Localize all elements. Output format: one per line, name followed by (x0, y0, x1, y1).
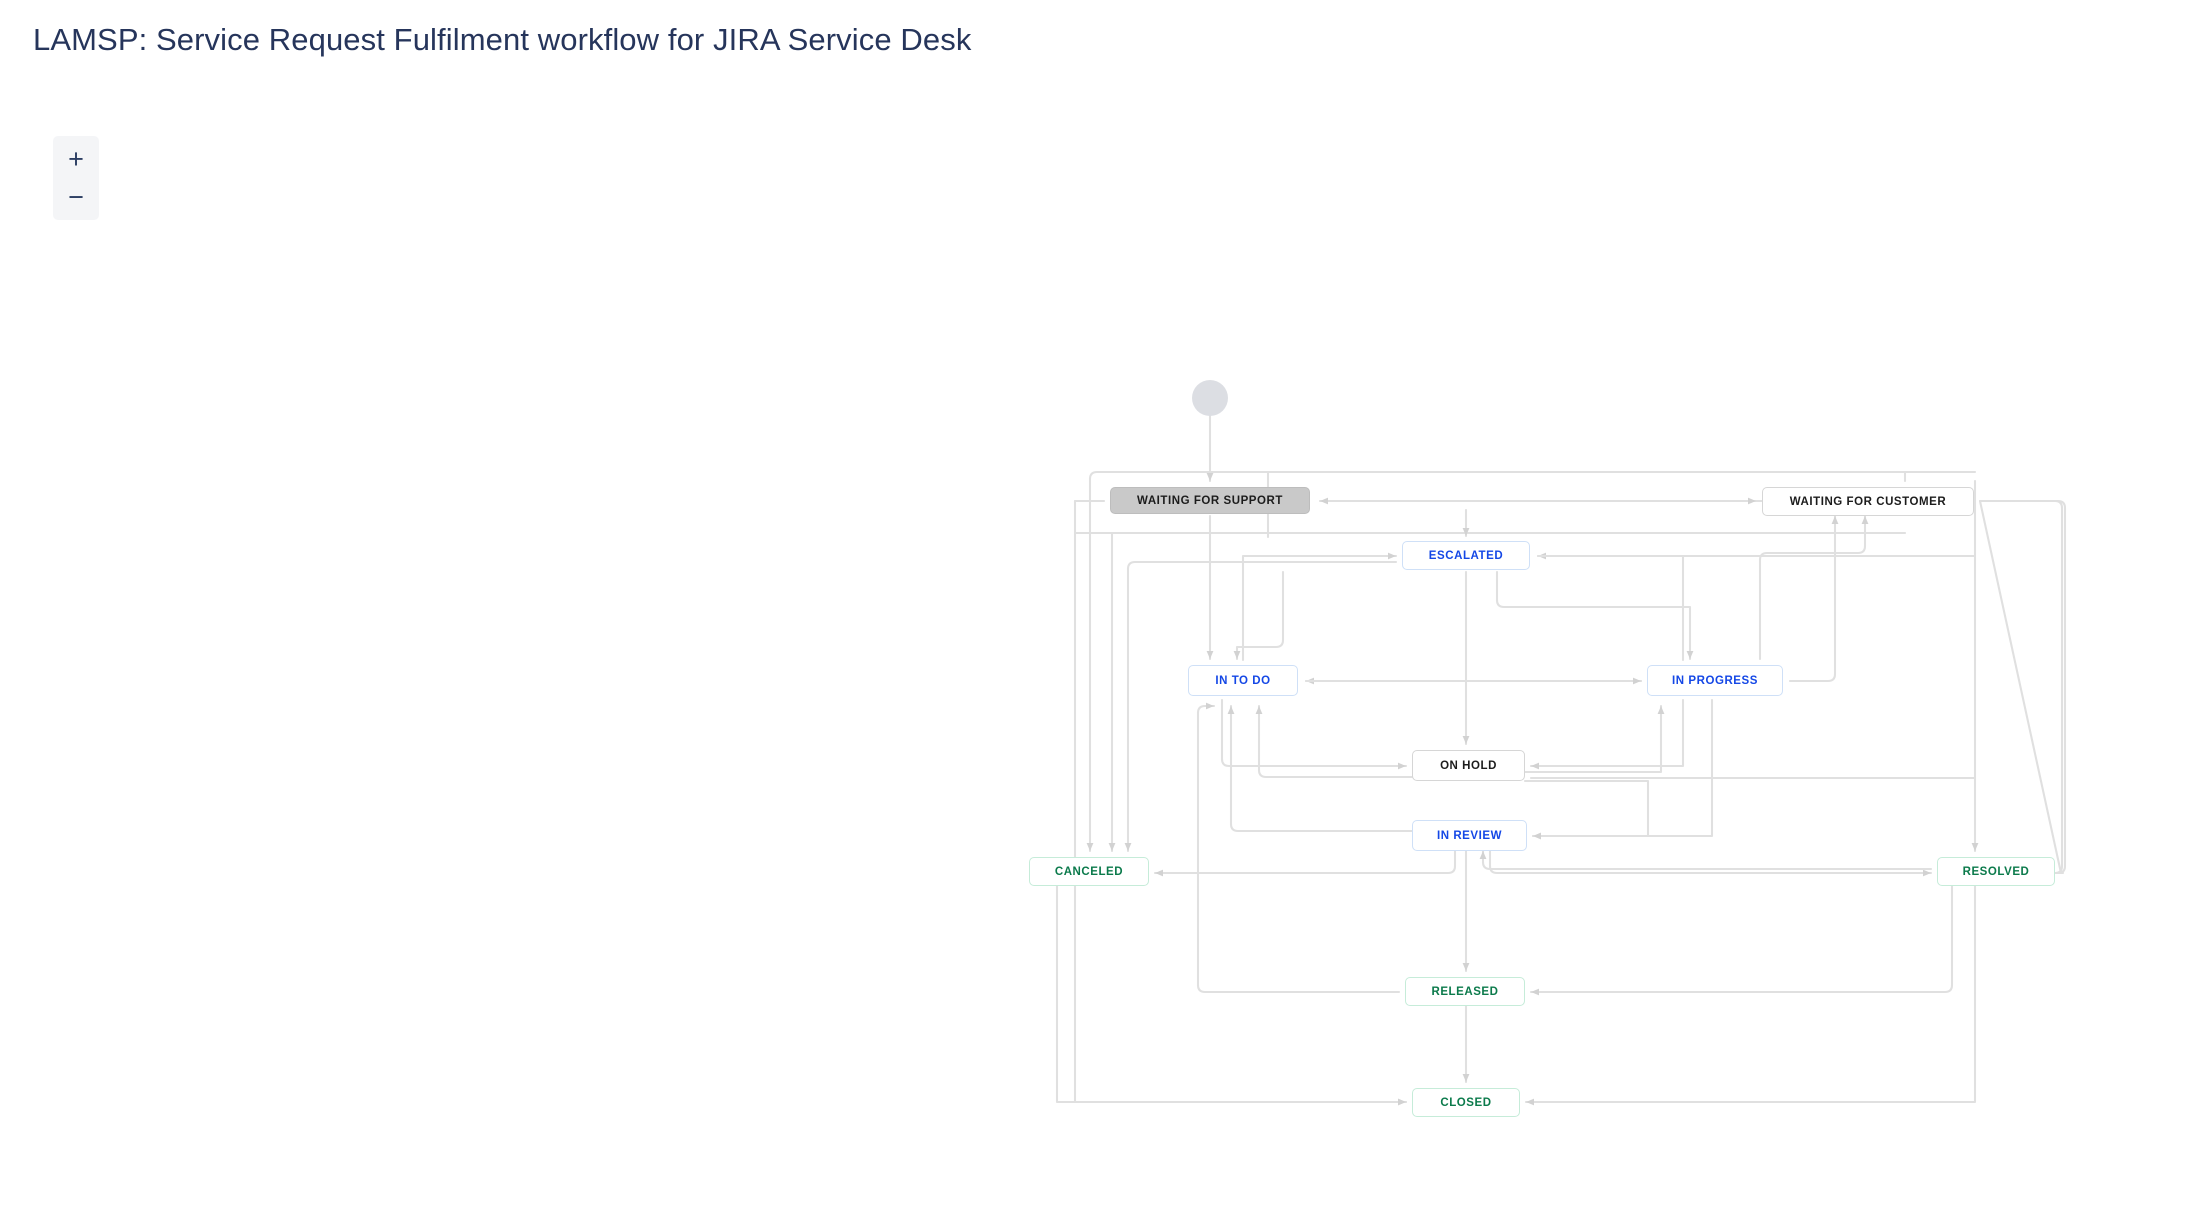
edge-canceled-to-closed (1057, 886, 1406, 1102)
edge-into-do-to-wfc (1790, 516, 1835, 681)
edge-resolved-to-in-review (1483, 851, 1931, 869)
edge-escalated-to-into-do (1237, 572, 1283, 659)
node-label: CLOSED (1440, 1097, 1491, 1109)
node-label: RELEASED (1431, 986, 1498, 998)
edge-escalated-to-canceled (1128, 562, 1396, 851)
edge-left-rail-vertical (1075, 501, 1406, 1102)
node-on-hold[interactable]: ON HOLD (1412, 750, 1525, 781)
edge-into-do-to-on-hold (1222, 700, 1406, 766)
edge-in-review-to-resolved (1490, 851, 1931, 873)
node-in-progress[interactable]: IN PROGRESS (1647, 665, 1783, 696)
edge-on-hold-to-into-do (1259, 706, 1412, 777)
edge-released-to-into-do (1198, 706, 1399, 992)
edge-inprogress-to-in-review (1533, 700, 1712, 836)
node-closed[interactable]: CLOSED (1412, 1088, 1520, 1117)
edge-inprogress-to-escalated (1538, 556, 1683, 660)
edge-resolved-to-released (1531, 886, 1952, 992)
edge-in-review-to-canceled (1155, 851, 1455, 873)
edge-perimeter-top-left (1090, 472, 1975, 851)
node-label: WAITING FOR CUSTOMER (1790, 496, 1946, 508)
node-waiting-for-customer[interactable]: WAITING FOR CUSTOMER (1762, 487, 1974, 516)
node-waiting-for-support[interactable]: WAITING FOR SUPPORT (1110, 487, 1310, 514)
node-label: ON HOLD (1440, 760, 1497, 772)
edge-inprogress-to-wfc (1760, 516, 1865, 659)
edge-on-hold-to-in-review (1525, 781, 1648, 836)
node-label: RESOLVED (1963, 866, 2030, 878)
edge-inprogress-to-on-hold (1531, 700, 1683, 766)
edge-wfc-to-resolved (1980, 501, 2065, 873)
edge-escalated-to-inprogress (1497, 572, 1690, 659)
edge-in-review-to-into-do (1231, 706, 1412, 831)
node-in-review[interactable]: IN REVIEW (1412, 820, 1527, 851)
node-escalated[interactable]: ESCALATED (1402, 541, 1530, 570)
node-released[interactable]: RELEASED (1405, 977, 1525, 1006)
node-label: IN PROGRESS (1672, 675, 1758, 687)
node-label: IN TO DO (1215, 675, 1270, 687)
edge-into-do-to-escalated (1243, 556, 1396, 660)
node-label: ESCALATED (1429, 550, 1503, 562)
edge-wfc-right-loop-to-resolved (1980, 501, 2063, 873)
node-in-to-do[interactable]: IN TO DO (1188, 665, 1298, 696)
edge-resolved-to-closed (1526, 886, 1975, 1102)
node-label: WAITING FOR SUPPORT (1137, 495, 1283, 507)
node-label: CANCELED (1055, 866, 1123, 878)
node-canceled[interactable]: CANCELED (1029, 857, 1149, 886)
node-label: IN REVIEW (1437, 830, 1502, 842)
start-node-circle[interactable] (1192, 380, 1228, 416)
edge-on-hold-to-inprogress (1525, 706, 1661, 772)
node-resolved[interactable]: RESOLVED (1937, 857, 2055, 886)
